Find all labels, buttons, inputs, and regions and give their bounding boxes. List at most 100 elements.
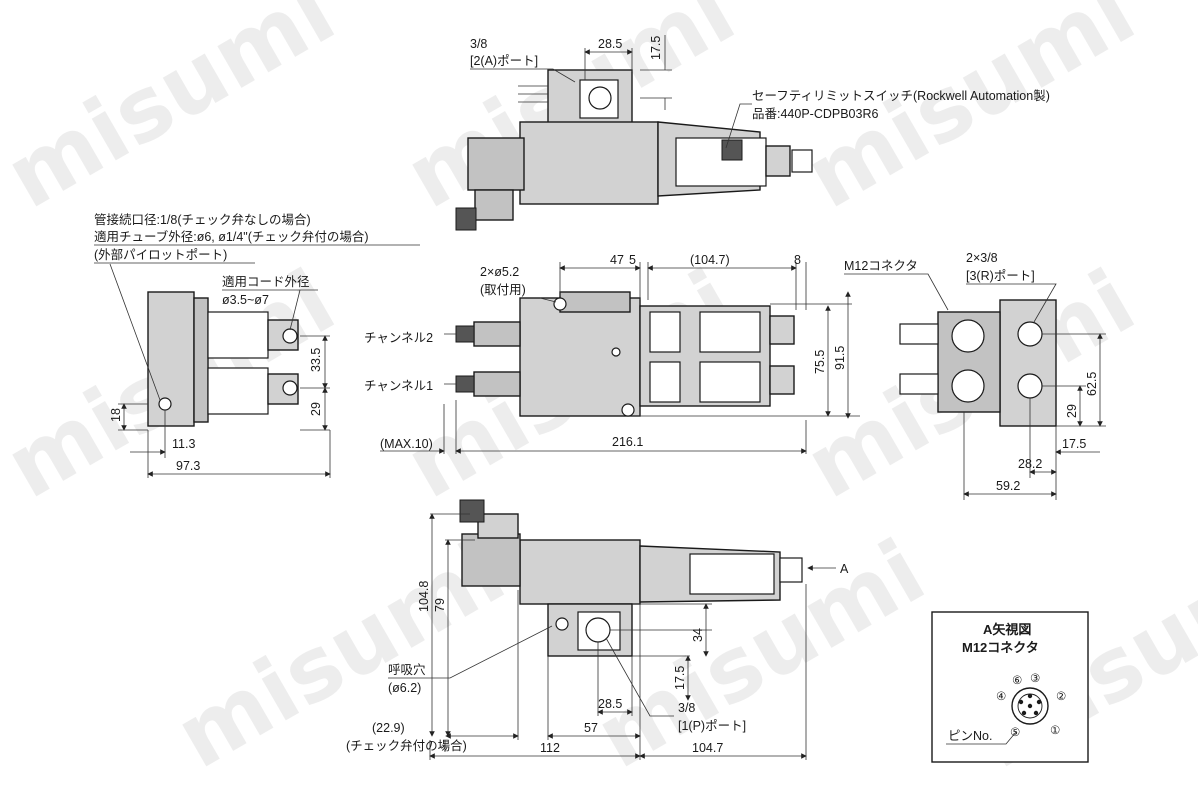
solenoid-cap	[467, 137, 525, 191]
m12-connector-label: M12コネクタ	[844, 259, 918, 273]
pin-icon	[1027, 693, 1033, 699]
bottom-solenoid	[461, 533, 521, 587]
right-dim-28-2: 28.2	[1018, 457, 1042, 471]
front-dim-47: 47	[610, 253, 624, 267]
top-port-name: [2(A)ポート]	[470, 54, 538, 68]
front-pin-icon	[611, 347, 621, 357]
pin-6-label: ⑥	[1012, 675, 1022, 687]
bottom-dim-104-7: 104.7	[692, 741, 723, 755]
right-dim-17-5: 17.5	[1062, 437, 1086, 451]
pilot-note-2: 適用チューブ外径:ø6, ø1/4"(チェック弁付の場合)	[94, 229, 369, 244]
front-dim-5: 5	[629, 253, 636, 267]
bottom-port-size: 3/8	[678, 701, 695, 715]
connector-view: A矢視図 M12コネクタ ① ② ③ ④ ⑤ ⑥ ピンNo.	[931, 611, 1089, 763]
channel2-connector	[207, 311, 269, 359]
mount-hole-icon	[621, 403, 635, 417]
bottom-dim-104-8: 104.8	[417, 581, 431, 612]
pin-number-label: ピンNo.	[948, 729, 992, 743]
pin-icon	[1021, 710, 1027, 716]
right-dim-59-2: 59.2	[996, 479, 1020, 493]
pin-1-label: ①	[1050, 725, 1060, 737]
front-top-block	[559, 291, 631, 313]
bottom-dim-57: 57	[584, 721, 598, 735]
front-view: 2×ø5.2 (取付用) 47 5 (104.7) 8 チャンネル2 チャンネル…	[364, 253, 860, 454]
port-3r-icon	[1017, 373, 1043, 399]
cord-label: 適用コード外径	[222, 274, 310, 289]
right-port-name: [3(R)ポート]	[966, 269, 1035, 283]
left-dim-11-3: 11.3	[172, 437, 195, 451]
m12-plug	[791, 149, 813, 173]
front-gland-1	[455, 375, 475, 393]
top-view: 3/8 [2(A)ポート] 28.5 17.5 セーフティリミットスイッチ(Ro…	[455, 35, 1050, 231]
port-2a-icon	[588, 86, 612, 110]
front-switch-head-1	[699, 361, 761, 403]
front-plug-1	[769, 365, 795, 395]
front-solenoid-2	[473, 321, 521, 347]
front-solenoid-1	[473, 371, 521, 397]
bottom-dim-79: 79	[433, 598, 447, 612]
watermark: misumi	[0, 0, 351, 228]
channel-1-label: チャンネル1	[364, 379, 433, 393]
front-dim-216-1: 216.1	[612, 435, 643, 449]
bottom-m12-plug	[779, 557, 803, 583]
bottom-view: 104.8 79 A 34 17.5 呼吸穴 (ø6.2) 28.5 3/8 […	[346, 499, 849, 760]
switch-label-plate	[721, 139, 743, 161]
pilot-note-3: (外部パイロットポート)	[94, 247, 227, 262]
front-dim-104-7: (104.7)	[690, 253, 730, 267]
front-dim-8: 8	[794, 253, 801, 267]
bottom-dim-34: 34	[691, 628, 705, 642]
front-valve-body	[519, 297, 641, 417]
front-plug-2	[769, 315, 795, 345]
port-3r-icon	[1017, 321, 1043, 347]
side-plate	[193, 297, 209, 423]
pin-icon	[1033, 710, 1039, 716]
bottom-switch	[689, 553, 775, 595]
switch-part-number: 品番:440P-CDPB03R6	[752, 107, 878, 121]
channel1-cable-icon	[282, 380, 298, 396]
right-port-block	[999, 299, 1057, 427]
bottom-valve-body	[519, 539, 641, 605]
cord-range: ø3.5~ø7	[222, 293, 269, 307]
channel-2-label: チャンネル2	[364, 331, 433, 345]
vent-size: (ø6.2)	[388, 681, 421, 695]
pilot-note-1: 管接続口径:1/8(チェック弁なしの場合)	[94, 212, 311, 227]
right-dim-62-5: 62.5	[1085, 372, 1099, 396]
front-switch-head-2	[699, 311, 761, 353]
bottom-gland	[459, 499, 485, 523]
mount-hole-icon	[553, 297, 567, 311]
vent-label: 呼吸穴	[388, 662, 426, 677]
safety-switch	[675, 137, 767, 187]
front-switch-window-1	[649, 361, 681, 403]
connector-view-subtitle: M12コネクタ	[962, 640, 1039, 655]
mount-hole-label: 2×ø5.2	[480, 265, 519, 279]
pin-2-label: ②	[1056, 691, 1066, 703]
connector-view-frame	[931, 611, 1089, 763]
pin-3-label: ③	[1030, 673, 1040, 685]
right-port-size: 2×3/8	[966, 251, 998, 265]
left-dim-18: 18	[109, 408, 123, 422]
left-dim-29: 29	[309, 402, 323, 416]
bottom-dim-22-9: (22.9)	[372, 721, 405, 735]
bottom-connector	[477, 513, 519, 539]
m12-connector-icon	[951, 319, 985, 353]
front-dim-max10: (MAX.10)	[380, 437, 433, 451]
top-port-size: 3/8	[470, 37, 487, 51]
connector-housing	[474, 189, 514, 221]
valve-body	[519, 121, 659, 205]
right-dim-29: 29	[1065, 404, 1079, 418]
pin-4-label: ④	[996, 691, 1006, 703]
cable-gland	[455, 207, 477, 231]
front-switch-window-2	[649, 311, 681, 353]
bottom-check-note: (チェック弁付の場合)	[346, 738, 467, 753]
mount-hole-note: (取付用)	[480, 283, 526, 297]
connector-view-title: A矢視図	[983, 622, 1031, 637]
top-dim-17-5: 17.5	[649, 36, 663, 60]
right-plug-1	[899, 373, 939, 395]
pin-icon	[1036, 699, 1042, 705]
switch-label: セーフティリミットスイッチ(Rockwell Automation製)	[752, 89, 1050, 103]
front-dim-91-5: 91.5	[833, 346, 847, 370]
bottom-dim-17-5: 17.5	[673, 666, 687, 690]
bottom-dim-28-5: 28.5	[598, 697, 622, 711]
bottom-port-name: [1(P)ポート]	[678, 719, 746, 733]
